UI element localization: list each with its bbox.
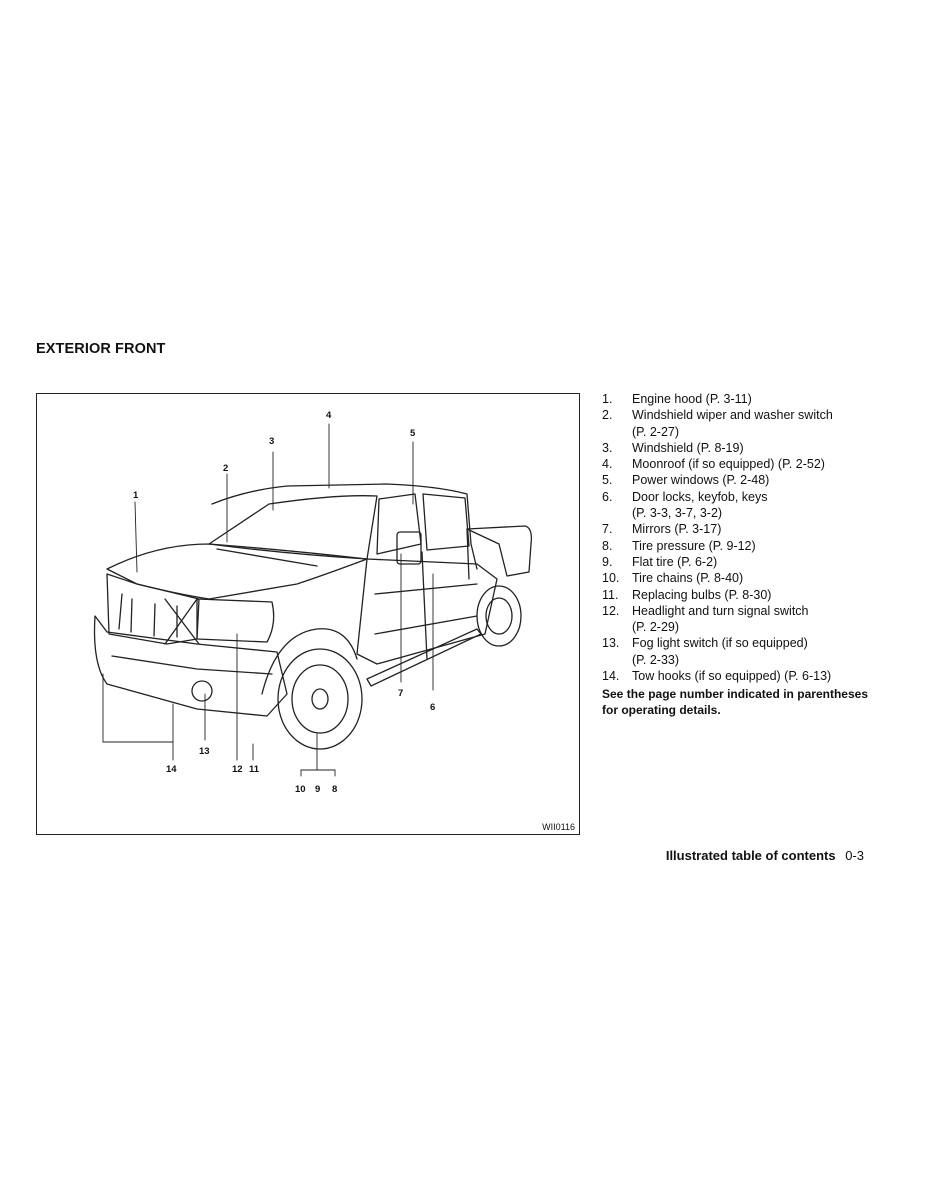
truck-bed [466,525,533,577]
callout-1: 1 [133,490,139,501]
truck-illustration: 1 2 3 4 5 6 7 8 9 10 11 12 13 14 WII0116 [36,393,580,835]
fog-light [191,680,213,702]
callout-6: 6 [430,702,436,713]
running-board [366,628,482,687]
legend-item: 3.Windshield (P. 8-19) [602,440,744,455]
legend-item: 2.Windshield wiper and washer switch [602,408,833,423]
legend-item: 9.Flat tire (P. 6-2) [602,554,718,569]
section-title: EXTERIOR FRONT [36,341,166,357]
truck-drawing [93,423,533,777]
callout-11: 11 [249,764,260,775]
legend-item: (P. 2-29) [632,620,680,635]
cab-roof [211,483,478,570]
legend-item: (P. 3-3, 3-7, 3-2) [632,506,723,521]
headlight [196,598,275,643]
legend-item: 5.Power windows (P. 2-48) [602,473,770,488]
side-windows [376,493,422,555]
callout-9: 9 [315,784,321,795]
callout-2: 2 [223,463,229,474]
callout-4: 4 [326,410,332,421]
legend-item: 14.Tow hooks (if so equipped) (P. 6-13) [602,669,832,684]
body-side [356,558,498,665]
page-number: 0-3 [845,848,864,863]
legend-item: (P. 2-27) [632,424,680,439]
legend-item: (P. 2-33) [632,652,680,667]
legend-item: 12.Headlight and turn signal switch [602,603,809,618]
callout-12: 12 [232,764,243,775]
bumper [93,615,288,717]
callout-7: 7 [398,688,404,699]
callout-14: 14 [166,764,177,775]
callout-13: 13 [199,746,210,757]
operating-details-note: See the page number indicated in parenth… [602,687,868,717]
callout-3: 3 [269,436,275,447]
legend-item: 7.Mirrors (P. 3-17) [602,522,722,537]
footer-title: Illustrated table of contents [665,848,836,863]
parts-legend: 1.Engine hood (P. 3-11) 2.Windshield wip… [602,391,872,684]
front-tire [277,648,363,750]
legend-item: 4.Moonroof (if so equipped) (P. 2-52) [602,457,825,472]
rear-tire [476,585,522,647]
legend-item: 13.Fog light switch (if so equipped) [602,636,808,651]
legend-item: 1.Engine hood (P. 3-11) [602,392,752,406]
legend-item: 10.Tire chains (P. 8-40) [602,571,744,586]
side-mirror [396,531,422,565]
legend-item: 8.Tire pressure (P. 9-12) [602,538,756,553]
callout-10: 10 [295,784,306,795]
figure-code: WII0116 [542,822,575,832]
legend-item: 11.Replacing bulbs (P. 8-30) [602,587,772,602]
callout-8: 8 [332,784,338,795]
engine-hood [106,543,368,600]
page-footer: Illustrated table of contents 0-3 [666,848,864,863]
windshield [208,495,378,560]
legend-item: 6.Door locks, keyfob, keys [602,489,768,504]
callout-5: 5 [410,428,416,439]
